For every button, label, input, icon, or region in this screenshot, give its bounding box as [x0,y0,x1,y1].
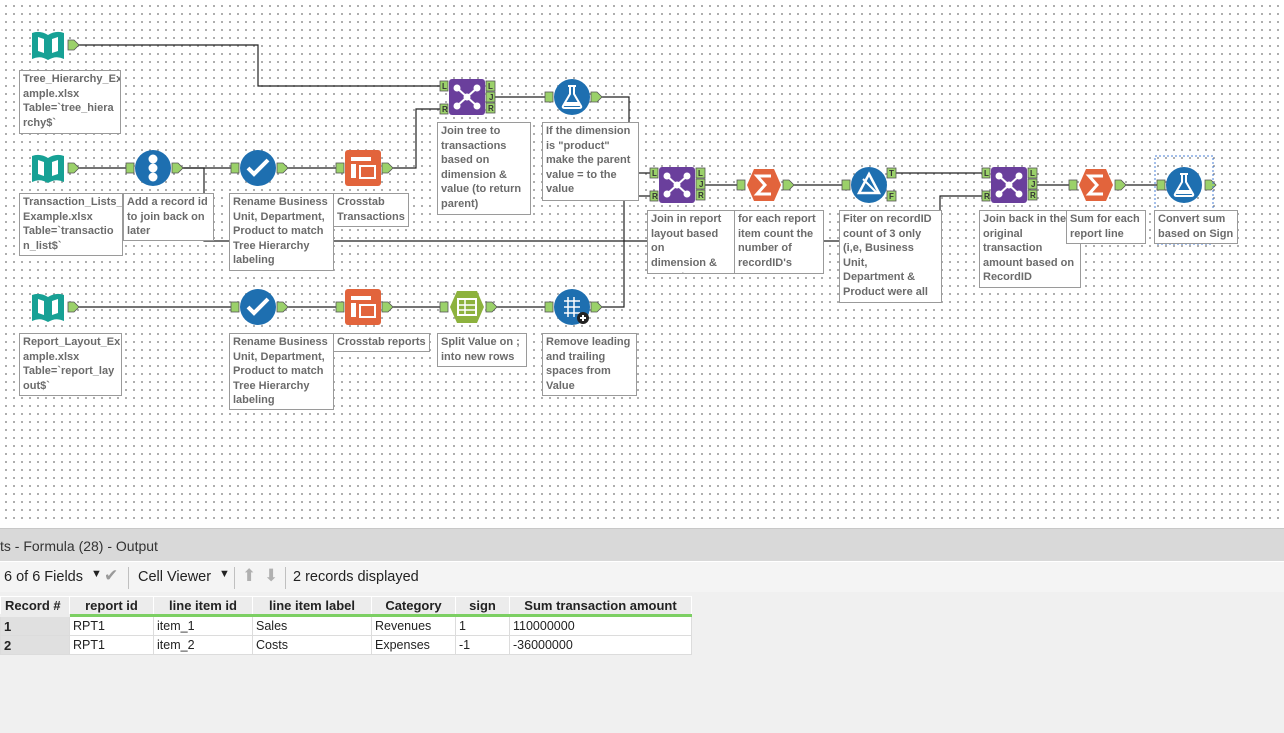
cleanse-annotation: Remove leading and trailing spaces from … [542,333,637,396]
formula-flask-icon-2[interactable] [1166,167,1202,203]
join-tree-annotation: Join tree to transactions based on dimen… [437,122,531,215]
anchor-label-right: R [698,191,704,200]
table-cell[interactable]: Expenses [371,635,456,655]
anchor-label-join: J [1031,180,1035,189]
anchor-label-left: L [1030,169,1035,178]
crosstab-icon-2[interactable] [345,289,381,325]
anchor-label-right: R [1030,191,1036,200]
column-header-report-id[interactable]: report id [69,596,154,617]
summarize-count-annotation: for each report item count the number of… [734,210,824,274]
toolbar-divider [234,567,235,589]
fields-selector[interactable]: 6 of 6 Fields [4,569,83,585]
join-report-annotation: Join in report layout based on dimension… [647,210,738,274]
checkmark-icon[interactable]: ✔ [104,566,119,585]
anchor-label-left: L [488,82,493,91]
filter-icon[interactable] [851,167,887,203]
join-back-icon[interactable] [991,167,1027,203]
anchor-label-left: L [442,82,447,91]
anchor-label-right: R [488,104,494,113]
results-grid-area: Record # report id line item id line ite… [0,592,1284,733]
table-row[interactable]: 1 RPT1 item_1 Sales Revenues 1 110000000 [0,615,692,636]
table-cell[interactable]: -1 [455,635,510,655]
cell-viewer-selector[interactable]: Cell Viewer [138,569,212,585]
column-header-category[interactable]: Category [371,596,456,617]
summarize-sigma-icon-1[interactable] [746,167,782,203]
column-header-sum-amount[interactable]: Sum transaction amount [509,596,692,617]
table-cell[interactable]: RPT1 [69,635,154,655]
join-tree-icon[interactable] [449,79,485,115]
rename1-annotation: Rename Business Unit, Department, Produc… [229,193,334,271]
select-rename-icon-1[interactable] [240,150,276,186]
anchor-label-left: L [984,169,989,178]
column-header-line-item-label[interactable]: line item label [252,596,372,617]
tree-input-book-icon[interactable] [30,27,66,63]
toolbar-divider [128,567,129,589]
formula-sign-annotation: Convert sum based on Sign [1154,210,1238,244]
transaction-input-annotation: Transaction_Lists_ Example.xlsx Table=`t… [19,193,123,256]
summarize-sigma-icon-2[interactable] [1078,167,1114,203]
anchor-label-right: R [984,192,990,201]
text-to-columns-icon[interactable] [449,289,485,325]
table-cell[interactable]: 1 [455,615,510,636]
record-id-icon[interactable] [135,150,171,186]
records-count: 2 records displayed [293,569,419,585]
formula-flask-icon-1[interactable] [554,79,590,115]
transaction-input-book-icon[interactable] [30,150,66,186]
anchor-label-left: L [698,169,703,178]
report-input-annotation: Report_Layout_Ex ample.xlsx Table=`repor… [19,333,122,396]
anchor-label-false: F [889,192,894,201]
record-number-cell[interactable]: 1 [0,615,70,636]
data-cleansing-icon[interactable] [554,289,590,325]
anchor-label-true: T [889,169,894,178]
table-cell[interactable]: item_1 [153,615,253,636]
anchor-label-left: L [652,169,657,178]
results-toolbar: 6 of 6 Fields ▼ ✔ Cell Viewer ▼ ⬆ ⬇ 2 re… [0,562,1284,592]
results-panel-header: ts - Formula (28) - Output [0,528,1284,561]
chevron-down-icon[interactable]: ▼ [91,568,102,580]
arrow-down-icon[interactable]: ⬇ [264,566,279,585]
table-header-row: Record # report id line item id line ite… [0,596,692,617]
table-cell[interactable]: item_2 [153,635,253,655]
crosstab1-annotation: Crosstab Transactions [333,193,409,227]
select-rename-icon-2[interactable] [240,289,276,325]
join-back-annotation: Join back in the original transaction am… [979,210,1081,288]
crosstab-icon-1[interactable] [345,150,381,186]
workflow-canvas[interactable]: L R L J R L R L J R T F L R L J R Tree_H… [0,0,1284,523]
toolbar-divider [285,567,286,589]
anchor-label-join: J [489,93,493,102]
anchor-label-join: J [699,180,703,189]
connection-anchors: L R L J R L R L J R T F L R L J R [67,39,1217,313]
formula-product-annotation: If the dimension is "product" make the p… [542,122,639,201]
join-report-icon[interactable] [659,167,695,203]
filter-annotation: Fiter on recordID count of 3 only (i,e, … [839,210,942,303]
tree-input-annotation: Tree_Hierarchy_Ex ample.xlsx Table=`tree… [19,70,121,134]
table-cell[interactable]: Revenues [371,615,456,636]
chevron-down-icon[interactable]: ▼ [219,568,230,580]
split-annotation: Split Value on ; into new rows [437,333,527,367]
results-table: Record # report id line item id line ite… [0,596,692,655]
record-id-annotation: Add a record id to join back on later [123,193,214,241]
table-row[interactable]: 2 RPT1 item_2 Costs Expenses -1 -3600000… [0,635,692,655]
table-cell[interactable]: -36000000 [509,635,692,655]
table-cell[interactable]: Costs [252,635,372,655]
table-cell[interactable]: RPT1 [69,615,154,636]
results-title: ts - Formula (28) - Output [0,538,158,554]
record-number-cell[interactable]: 2 [0,635,70,655]
column-header-line-item-id[interactable]: line item id [153,596,253,617]
table-cell[interactable]: Sales [252,615,372,636]
arrow-up-icon[interactable]: ⬆ [242,566,257,585]
column-header-sign[interactable]: sign [455,596,510,617]
rename2-annotation: Rename Business Unit, Department, Produc… [229,333,334,410]
table-cell[interactable]: 110000000 [509,615,692,636]
anchor-label-right: R [652,192,658,201]
column-header-record[interactable]: Record # [0,596,70,617]
anchor-label-right: R [442,105,448,114]
crosstab2-annotation: Crosstab reports [333,333,430,352]
report-input-book-icon[interactable] [30,289,66,325]
summarize-sum-annotation: Sum for each report line [1066,210,1146,244]
